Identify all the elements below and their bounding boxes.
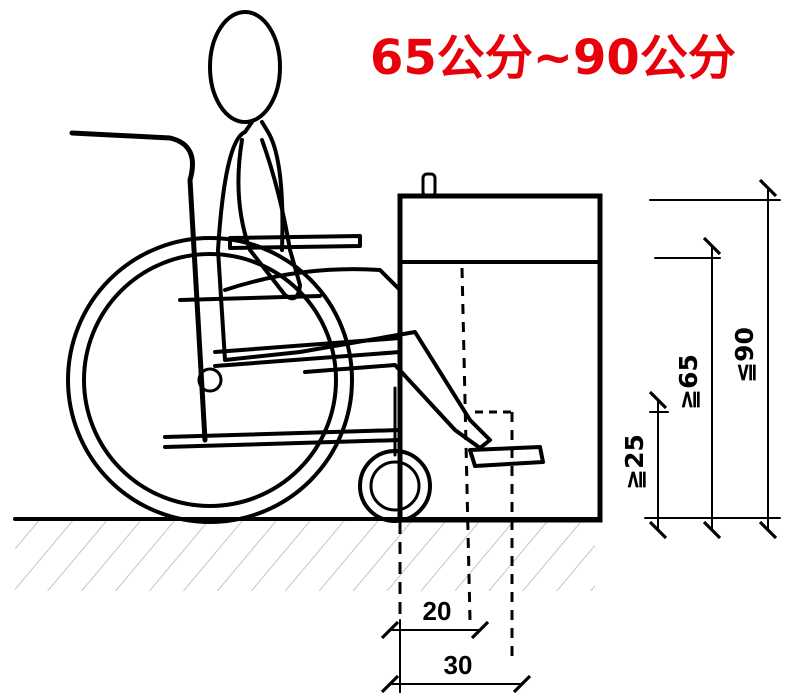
armrest bbox=[228, 234, 362, 250]
max-height-label: ≦90 bbox=[730, 327, 759, 383]
counter-body bbox=[397, 193, 603, 523]
footrest bbox=[468, 445, 545, 468]
seated-person bbox=[208, 10, 545, 468]
min-height-label: ≧65 bbox=[674, 354, 703, 410]
person-front bbox=[260, 120, 285, 252]
vertical-dimensions: ≦90 ≧65 ≧25 bbox=[620, 178, 781, 540]
person-head bbox=[208, 10, 282, 124]
rear-wheel-outer bbox=[66, 236, 354, 524]
wheelchair-push-handle bbox=[69, 130, 208, 443]
person-leg bbox=[298, 330, 492, 450]
toe-depth-label: 30 bbox=[444, 650, 473, 680]
ground bbox=[13, 517, 602, 591]
person-back bbox=[216, 120, 302, 362]
person-arm bbox=[236, 138, 302, 301]
rear-wheel-hub bbox=[197, 367, 223, 393]
counter bbox=[397, 172, 603, 523]
horizontal-dimensions: 20 30 bbox=[380, 596, 532, 694]
wheelchair bbox=[66, 130, 432, 524]
knee-space-guides bbox=[398, 262, 514, 660]
lower-frame bbox=[163, 428, 402, 449]
faucet bbox=[421, 172, 437, 198]
knee-dashed bbox=[460, 267, 472, 621]
rear-wheel-rim bbox=[82, 252, 338, 508]
ground-hatching bbox=[15, 521, 595, 591]
clearance-label: ≧25 bbox=[620, 434, 649, 490]
knee-depth-label: 20 bbox=[423, 596, 452, 626]
front-caster-inner bbox=[369, 460, 421, 512]
height-range-title: 65公分~90公分 bbox=[370, 30, 736, 86]
